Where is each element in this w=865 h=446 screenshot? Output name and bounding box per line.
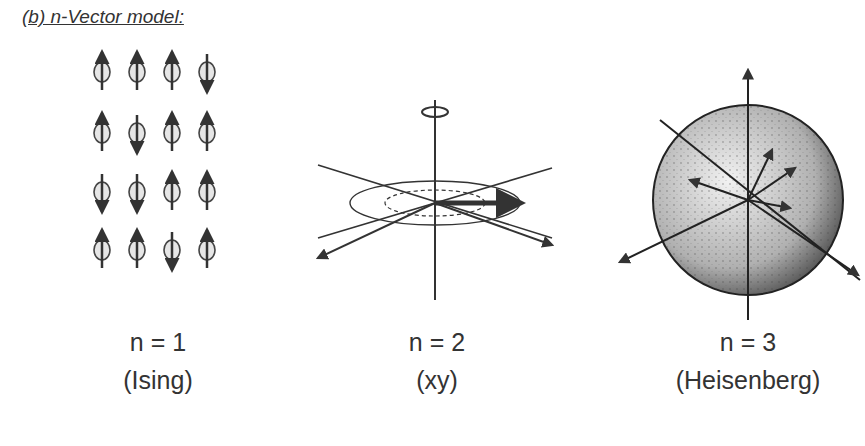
model-name: (Ising) xyxy=(123,366,192,395)
spin-arrow xyxy=(164,172,180,210)
diagram-title: (b) n-Vector model: xyxy=(22,6,184,28)
n-value: n = 1 xyxy=(130,328,186,357)
spin-arrow xyxy=(164,113,180,151)
spin-arrow xyxy=(129,230,145,268)
spin-arrow xyxy=(129,174,145,212)
spin-arrow xyxy=(164,52,180,90)
ising-spins xyxy=(94,52,215,270)
model-name: (Heisenberg) xyxy=(676,366,821,395)
model-name: (xy) xyxy=(416,366,458,395)
spin-arrow xyxy=(199,172,215,210)
spin-arrow xyxy=(94,174,110,212)
spin-arrow xyxy=(199,54,215,92)
spin-arrow xyxy=(94,113,110,151)
spin-arrow xyxy=(164,232,180,270)
spin-arrow xyxy=(94,230,110,268)
spin-arrow xyxy=(129,52,145,90)
spin-arrow xyxy=(199,113,215,151)
spin-arrow xyxy=(94,52,110,90)
n-value: n = 3 xyxy=(720,328,776,357)
xy-plane xyxy=(318,100,552,300)
spin-arrow xyxy=(199,230,215,268)
spin-arrow xyxy=(129,115,145,153)
n-value: n = 2 xyxy=(409,328,465,357)
heisenberg-sphere xyxy=(620,70,860,320)
